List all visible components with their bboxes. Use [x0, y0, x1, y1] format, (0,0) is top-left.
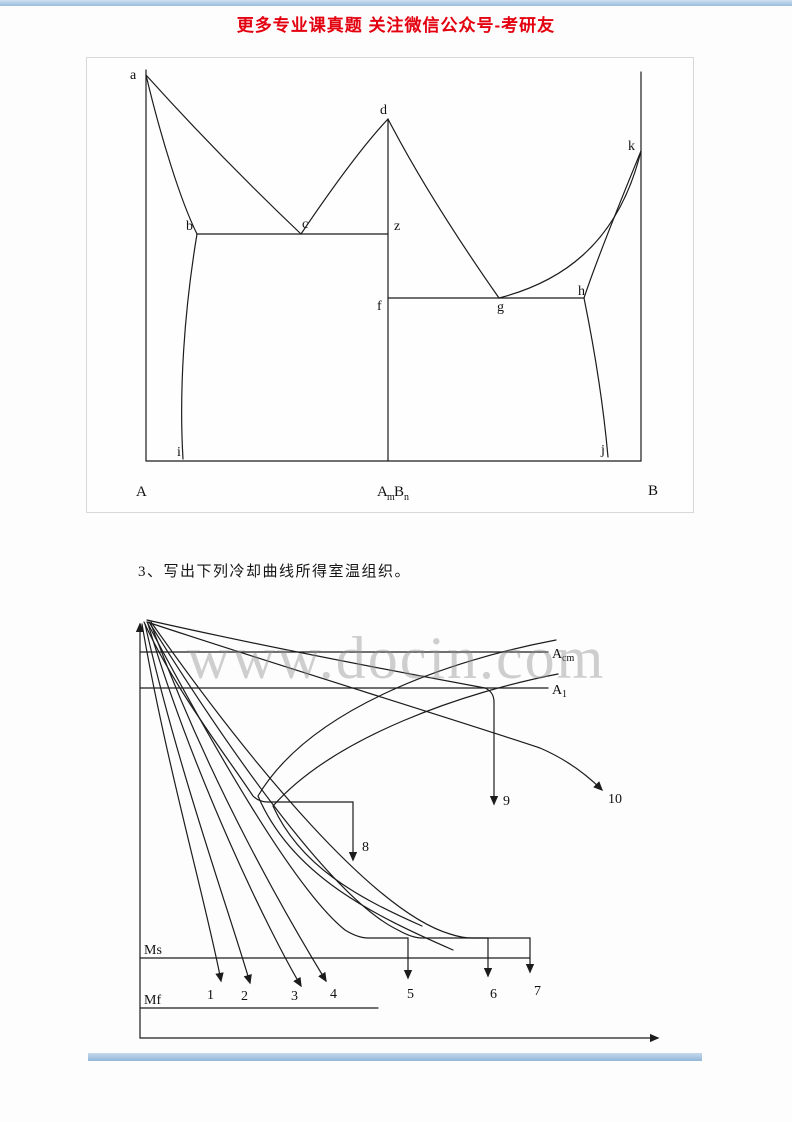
cooling-curve-7 [150, 621, 535, 974]
point-label-i: i [177, 445, 181, 460]
header-promo-text: 更多专业课真题 关注微信公众号-考研友 [236, 16, 556, 35]
cooling-curve-10 [146, 621, 604, 792]
question-text: 3、写出下列冷却曲线所得室温组织。 [138, 564, 412, 580]
top-divider-bar [0, 0, 792, 6]
liquidus-g-to-k [498, 150, 642, 299]
point-label-a: a [130, 68, 137, 83]
cooling-curve-6 [148, 621, 493, 978]
point-label-f: f [377, 299, 382, 314]
liquidus-c-to-d [300, 118, 389, 235]
curve-number-6: 6 [490, 987, 497, 1002]
compound-label-B: B [394, 484, 404, 500]
x-axis-label-A: A [136, 484, 147, 500]
curve-number-9: 9 [503, 794, 510, 809]
solvus-b-to-i [181, 233, 198, 460]
curve-number-5: 5 [407, 987, 414, 1002]
curve-number-4: 4 [330, 987, 337, 1002]
point-label-k: k [628, 139, 635, 154]
point-label-b: b [186, 219, 193, 234]
cooling-curve-1 [141, 623, 224, 983]
liquidus-d-to-g [387, 118, 500, 299]
c-curve-inner [272, 673, 559, 927]
solidus-a-to-b [145, 74, 198, 235]
acm-subscript: cm [562, 653, 574, 664]
phase-diagram-svg: a b c d z f g h i j k A A m B n B [130, 68, 658, 503]
x-axis-label-B: B [648, 483, 658, 499]
compound-label-A: A [377, 484, 388, 500]
cooling-curve-5 [146, 621, 413, 980]
cooling-curve-4 [150, 623, 327, 983]
curve-number-1: 1 [207, 988, 214, 1003]
cooling-curve-8 [143, 621, 358, 862]
solvus-h-to-j [583, 297, 609, 458]
point-label-h: h [578, 284, 585, 299]
solidus-k-to-h [583, 150, 642, 299]
ms-label: Ms [144, 943, 162, 958]
ttt-diagram-figure: A cm A 1 Ms Mf 1 2 3 4 5 6 7 8 9 10 [120, 600, 690, 1050]
liquidus-a-to-c [145, 74, 302, 235]
phase-diagram-figure: a b c d z f g h i j k A A m B n B [86, 57, 694, 513]
compound-label-m-subscript: m [387, 492, 395, 503]
point-label-d: d [380, 103, 387, 118]
point-label-j: j [600, 443, 605, 458]
mf-label: Mf [144, 993, 161, 1008]
bottom-divider-bar [88, 1053, 702, 1061]
acm-label: A [552, 647, 563, 662]
point-label-z: z [394, 219, 400, 234]
cooling-curve-2 [144, 623, 252, 985]
point-label-g: g [497, 300, 504, 315]
a1-subscript: 1 [562, 689, 567, 700]
ttt-diagram-svg: A cm A 1 Ms Mf 1 2 3 4 5 6 7 8 9 10 [135, 619, 660, 1043]
compound-label-n-subscript: n [404, 492, 409, 503]
curve-number-8: 8 [362, 840, 369, 855]
c-curve-outer [257, 639, 557, 951]
curve-number-2: 2 [241, 989, 248, 1004]
cooling-curve-3 [147, 623, 302, 988]
curve-number-7: 7 [534, 984, 541, 999]
cooling-curve-9 [146, 619, 499, 806]
a1-label: A [552, 683, 563, 698]
point-label-c: c [302, 217, 308, 232]
curve-number-3: 3 [291, 989, 298, 1004]
curve-number-10: 10 [608, 792, 622, 807]
